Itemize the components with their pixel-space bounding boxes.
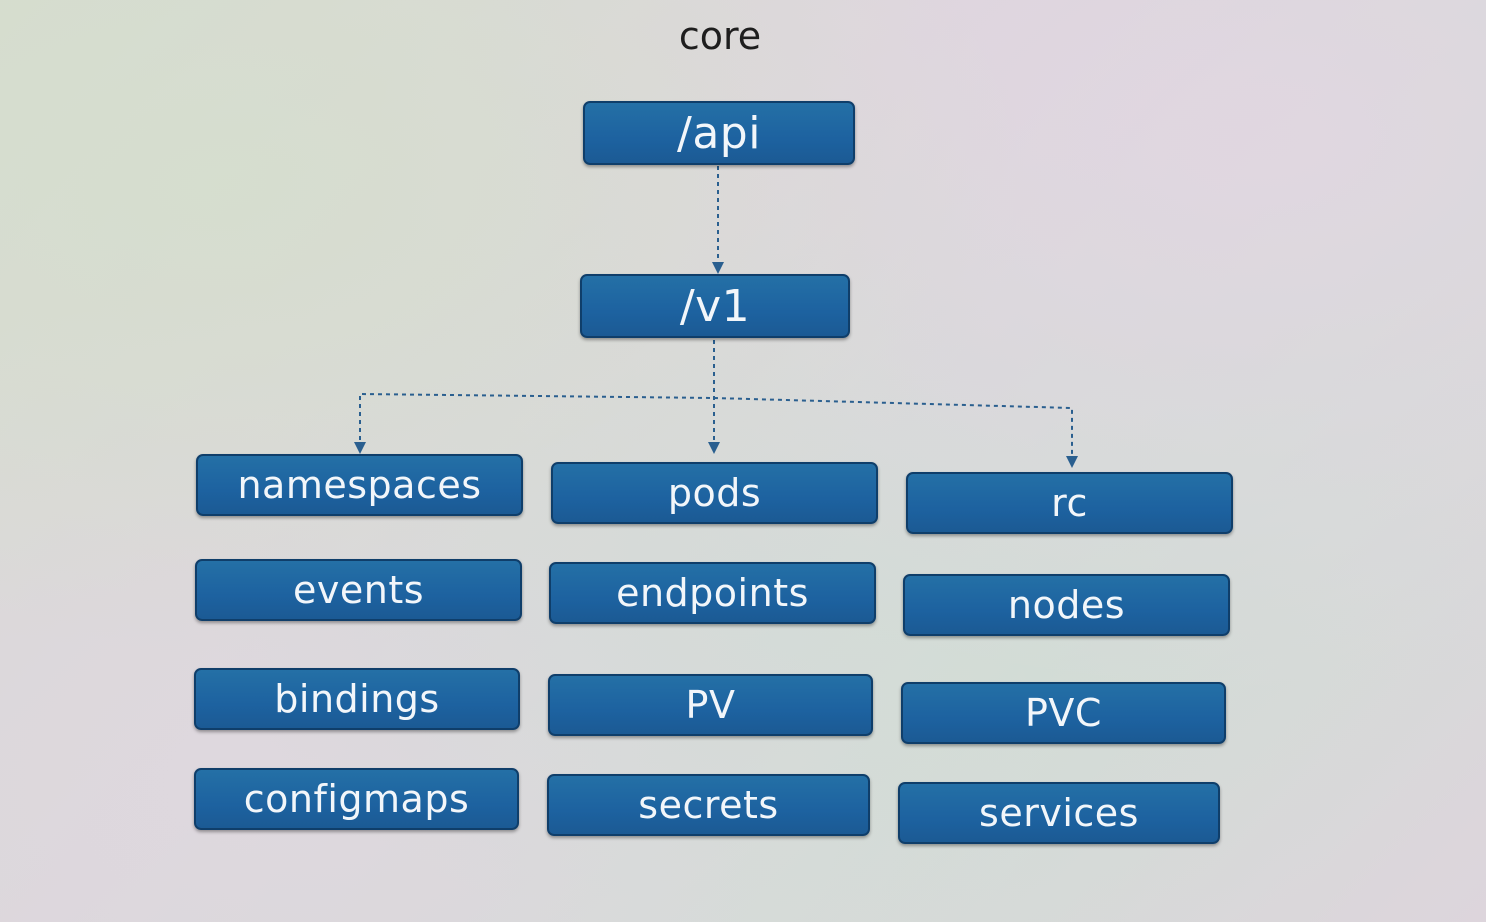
resource-endpoints: endpoints xyxy=(549,562,876,624)
api-box: /api xyxy=(583,101,855,165)
resource-pvc: PVC xyxy=(901,682,1226,744)
resource-rc: rc xyxy=(906,472,1233,534)
diagram-title: core xyxy=(678,14,762,58)
resource-events: events xyxy=(195,559,522,621)
resource-nodes: nodes xyxy=(903,574,1230,636)
resource-secrets: secrets xyxy=(547,774,870,836)
resource-namespaces: namespaces xyxy=(196,454,523,516)
resource-services: services xyxy=(898,782,1220,844)
v1-branch-connector xyxy=(359,392,1078,468)
resource-pv: PV xyxy=(548,674,873,736)
resource-configmaps: configmaps xyxy=(194,768,519,830)
resource-bindings: bindings xyxy=(194,668,520,730)
v1-box: /v1 xyxy=(580,274,850,338)
resource-pods: pods xyxy=(551,462,878,524)
